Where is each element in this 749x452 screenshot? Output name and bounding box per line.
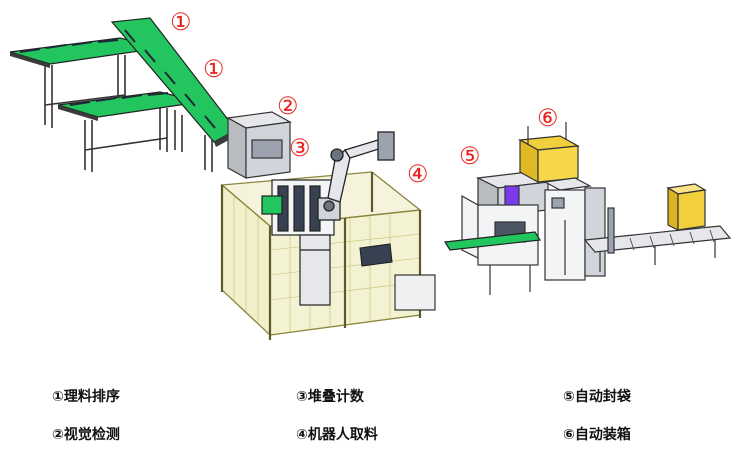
callout-stacking: ③: [289, 134, 311, 162]
legend-sealing: ⑤自动封袋: [563, 389, 631, 405]
legend-vision: ②视觉检测: [52, 427, 120, 443]
bag-sealing-machine: [443, 171, 551, 295]
callout-sorting-2: ①: [203, 55, 225, 83]
robot-arm: [317, 131, 395, 221]
callout-sealing: ⑤: [459, 142, 481, 170]
callout-sorting-1: ①: [170, 8, 192, 36]
auto-boxing-machine: [518, 122, 732, 281]
legend-sorting: ①理料排序: [52, 389, 120, 405]
callout-robot: ④: [407, 160, 429, 188]
legend-robot: ④机器人取料: [296, 427, 378, 443]
pick-table: [359, 243, 436, 311]
legend-stacking: ③堆叠计数: [296, 389, 364, 405]
sorting-conveyors: [9, 17, 238, 147]
callout-vision: ②: [277, 92, 299, 120]
callout-boxing: ⑥: [537, 104, 559, 132]
vision-inspection-station: [226, 111, 292, 180]
conveyor-support-legs: [44, 55, 213, 172]
legend-boxing: ⑥自动装箱: [563, 427, 631, 443]
